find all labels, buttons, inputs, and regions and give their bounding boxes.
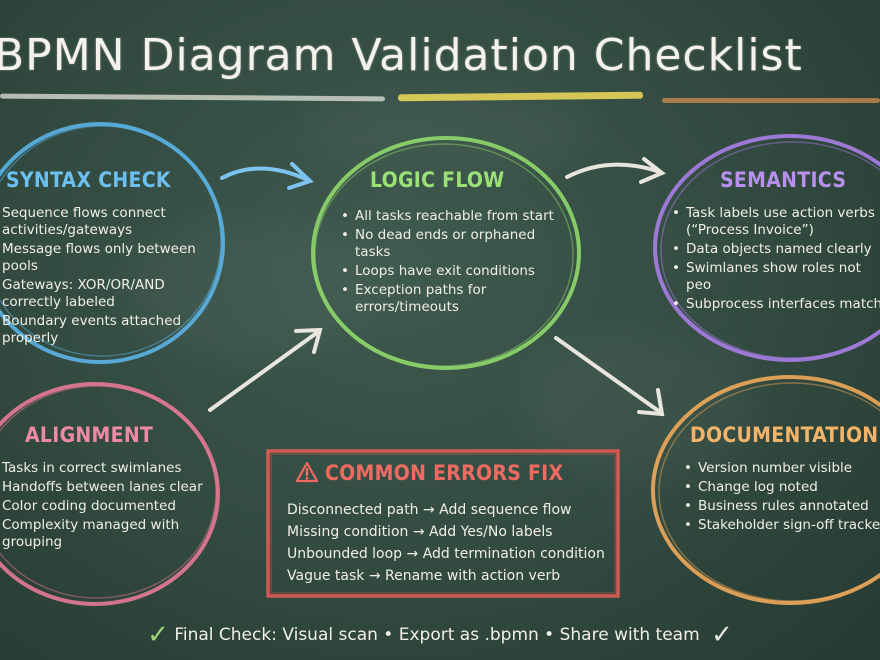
syntax-ellipse-echo xyxy=(0,125,222,357)
semantics-ellipse-echo xyxy=(660,141,880,359)
syntax-ellipse xyxy=(0,122,225,364)
syntax-list: Sequence flows connect activities/gatewa… xyxy=(2,205,214,349)
alignment-item: Complexity managed with grouping xyxy=(2,517,180,550)
documentation-item: Stakeholder sign-off tracke xyxy=(684,517,880,534)
page-title: BPMN Diagram Validation Checklist xyxy=(0,30,803,81)
logic-item: No dead ends or orphaned tasks xyxy=(341,227,571,261)
errors-item: Disconnected path → Add sequence flow xyxy=(287,502,572,518)
logic-heading: LOGIC FLOW xyxy=(370,168,505,192)
alignment-item: Handoffs between lanes clear xyxy=(2,479,203,495)
documentation-item: Change log noted xyxy=(684,479,880,496)
syntax-item: Boundary events attached properly xyxy=(2,313,182,346)
errors-box xyxy=(266,449,620,598)
arrow-logic-to-semantics xyxy=(565,157,666,184)
syntax-item: Gateways: XOR/OR/AND correctly labeled xyxy=(2,277,165,310)
alignment-ellipse xyxy=(0,382,220,606)
errors-item: Unbounded loop → Add termination conditi… xyxy=(287,546,605,562)
semantics-list: Task labels use action verbs (“Process I… xyxy=(672,205,880,315)
arrow-alignment-to-logic xyxy=(208,327,323,412)
alignment-heading: ALIGNMENT xyxy=(25,423,154,447)
semantics-ellipse xyxy=(653,134,880,362)
checkmark-icon: ✓ xyxy=(147,620,169,650)
semantics-item: Subprocess interfaces match xyxy=(672,296,880,313)
documentation-item: Business rules annotated xyxy=(684,498,880,515)
errors-item: Vague task → Rename with action verb xyxy=(287,568,561,584)
semantics-item: Swimlanes show roles not peo xyxy=(672,260,880,294)
errors-item: Missing condition → Add Yes/No labels xyxy=(287,524,553,540)
logic-item: All tasks reachable from start xyxy=(341,208,571,225)
warning-icon xyxy=(295,461,319,488)
documentation-item: Version number visible xyxy=(684,460,880,477)
semantics-heading: SEMANTICS xyxy=(720,168,847,192)
documentation-heading: DOCUMENTATION xyxy=(690,423,879,447)
arrow-logic-to-documentation xyxy=(554,336,665,417)
alignment-item: Color coding documented xyxy=(2,498,176,514)
errors-list: Disconnected path → Add sequence flow Mi… xyxy=(287,500,617,588)
checkmark-icon: ✓ xyxy=(711,620,733,650)
arrow-syntax-to-logic xyxy=(220,162,314,190)
syntax-item: Sequence flows connect activities/gatewa… xyxy=(2,205,166,238)
documentation-list: Version number visible Change log noted … xyxy=(684,460,880,536)
alignment-item: Tasks in correct swimlanes xyxy=(2,460,182,476)
alignment-list: Tasks in correct swimlanes Handoffs betw… xyxy=(2,460,207,553)
semantics-item: Data objects named clearly xyxy=(672,241,880,258)
documentation-ellipse xyxy=(651,375,880,605)
footer: ✓ Final Check: Visual scan • Export as .… xyxy=(0,620,880,650)
errors-heading-row: COMMON ERRORS FIX xyxy=(295,461,563,488)
errors-box-echo xyxy=(270,453,616,594)
logic-ellipse-echo xyxy=(314,143,574,367)
logic-item: Exception paths for errors/timeouts xyxy=(341,282,571,316)
logic-ellipse xyxy=(311,136,581,370)
logic-list: All tasks reachable from start No dead e… xyxy=(341,208,571,318)
syntax-heading: SYNTAX CHECK xyxy=(6,168,171,192)
documentation-ellipse-echo xyxy=(658,382,880,602)
errors-heading: COMMON ERRORS FIX xyxy=(325,461,564,485)
semantics-item: Task labels use action verbs (“Process I… xyxy=(672,205,880,239)
footer-text: Final Check: Visual scan • Export as .bp… xyxy=(174,625,700,645)
alignment-ellipse-echo xyxy=(0,385,217,599)
syntax-item: Message flows only between pools xyxy=(2,241,196,274)
title-underline-orange xyxy=(662,98,880,103)
logic-item: Loops have exit conditions xyxy=(341,263,571,280)
